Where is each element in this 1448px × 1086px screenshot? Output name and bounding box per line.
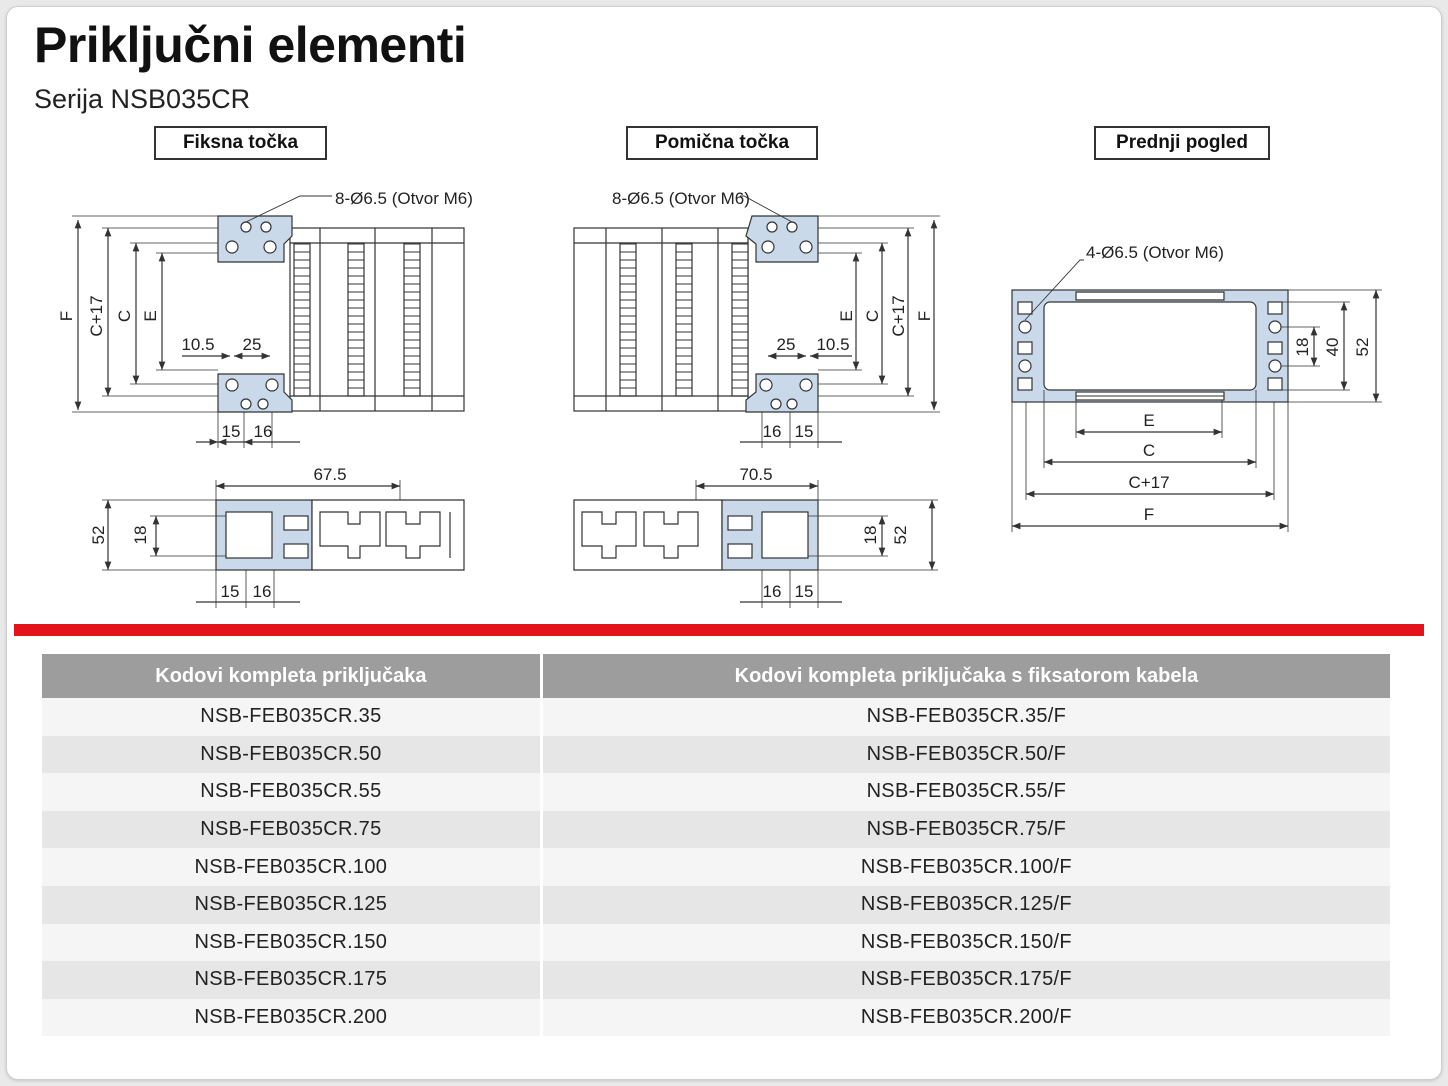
page-subtitle: Serija NSB035CR	[34, 84, 251, 114]
dim-15-fixed: 15	[222, 422, 241, 441]
dim-10-5-moving: 10.5	[816, 335, 849, 354]
dim-C17-moving: C+17	[889, 295, 908, 336]
dim-15-moving-b: 15	[795, 582, 814, 601]
holes-annotation-front: 4-Ø6.5 (Otvor M6)	[1086, 243, 1224, 262]
dim-25-fixed: 25	[243, 335, 262, 354]
dim-18-fixed: 18	[131, 526, 150, 545]
table-cell: NSB-FEB035CR.35	[42, 698, 543, 736]
dim-E-front: E	[1143, 411, 1154, 430]
dim-F-moving: F	[915, 311, 934, 321]
dim-C-moving: C	[863, 310, 882, 322]
moving-side-view	[573, 195, 940, 448]
dim-E-moving: E	[837, 310, 856, 321]
table-cell: NSB-FEB035CR.35/F	[541, 698, 1390, 736]
fixed-side-view	[72, 195, 465, 448]
table-header-kits: Kodovi kompleta priključaka	[42, 654, 543, 698]
fixed-top-view	[102, 480, 465, 608]
table-cell: NSB-FEB035CR.150	[42, 923, 543, 962]
dim-18-front: 18	[1293, 338, 1312, 357]
page-title: Priključni elementi	[34, 17, 467, 73]
table-cell: NSB-FEB035CR.50	[42, 735, 543, 774]
dim-F-fixed: F	[57, 311, 76, 321]
holes-annotation-moving: 8-Ø6.5 (Otvor M6)	[612, 189, 750, 208]
dim-C17-front: C+17	[1128, 473, 1169, 492]
dim-70-5: 70.5	[739, 465, 772, 484]
dim-16-fixed: 16	[254, 422, 273, 441]
table-cell: NSB-FEB035CR.75/F	[541, 810, 1390, 849]
label-fixed-point: Fiksna točka	[154, 126, 327, 160]
red-divider	[14, 624, 1424, 636]
table-cell: NSB-FEB035CR.175/F	[541, 961, 1390, 999]
dim-15-moving: 15	[795, 422, 814, 441]
dim-18-moving: 18	[861, 526, 880, 545]
table-cell: NSB-FEB035CR.125/F	[541, 885, 1390, 924]
dim-16-moving-b: 16	[763, 582, 782, 601]
dim-C17-fixed: C+17	[87, 295, 106, 336]
dim-40-front: 40	[1323, 338, 1342, 357]
dim-10-5-fixed: 10.5	[181, 335, 214, 354]
dim-16-fixed-b: 16	[253, 582, 272, 601]
table-cell: NSB-FEB035CR.55	[42, 773, 543, 811]
table-header-kits-fixator: Kodovi kompleta priključaka s fiksatorom…	[541, 654, 1390, 698]
table-cell: NSB-FEB035CR.100/F	[541, 848, 1390, 886]
technical-drawings: F C+17 C E 10.5 25 15 16 8-Ø6.5 (Otvor M…	[57, 189, 1382, 608]
holes-annotation-fixed: 8-Ø6.5 (Otvor M6)	[335, 189, 473, 208]
table-cell: NSB-FEB035CR.75	[42, 810, 543, 849]
table-cell: NSB-FEB035CR.200	[42, 998, 543, 1037]
dim-15-fixed-b: 15	[221, 582, 240, 601]
dim-25-moving: 25	[777, 335, 796, 354]
table-cell: NSB-FEB035CR.175	[42, 961, 543, 999]
dim-52-fixed: 52	[89, 526, 108, 545]
dim-52-moving: 52	[891, 526, 910, 545]
dim-C-front: C	[1143, 441, 1155, 460]
dim-E-fixed: E	[141, 310, 160, 321]
dim-C-fixed: C	[115, 310, 134, 322]
table-cell: NSB-FEB035CR.50/F	[541, 735, 1390, 774]
table-cell: NSB-FEB035CR.125	[42, 885, 543, 924]
table-cell: NSB-FEB035CR.55/F	[541, 773, 1390, 811]
codes-table: Kodovi kompleta priključaka Kodovi kompl…	[42, 654, 1390, 1037]
table-cell: NSB-FEB035CR.100	[42, 848, 543, 886]
label-moving-point: Pomična točka	[626, 126, 818, 160]
front-view	[1011, 259, 1382, 532]
dim-67-5: 67.5	[313, 465, 346, 484]
dim-F-front: F	[1144, 505, 1154, 524]
label-front-view: Prednji pogled	[1094, 126, 1270, 160]
table-cell: NSB-FEB035CR.150/F	[541, 923, 1390, 962]
table-cell: NSB-FEB035CR.200/F	[541, 998, 1390, 1037]
dim-16-moving: 16	[763, 422, 782, 441]
dim-52-front: 52	[1353, 338, 1372, 357]
moving-top-view	[573, 480, 938, 608]
